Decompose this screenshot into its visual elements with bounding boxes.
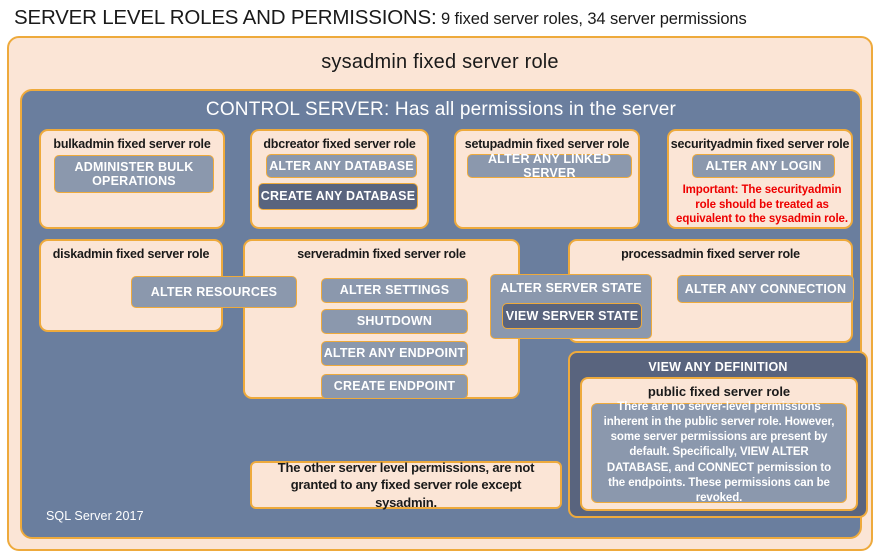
role-card-serveradmin: serveradmin fixed server role ALTER SETT… xyxy=(243,239,520,399)
role-title-setupadmin: setupadmin fixed server role xyxy=(464,137,630,151)
permission-alter-resources[interactable]: ALTER RESOURCES xyxy=(131,276,297,308)
page-title-strong: SERVER LEVEL ROLES AND PERMISSIONS: xyxy=(14,6,437,29)
permission-administer-bulk-operations[interactable]: ADMINISTER BULK OPERATIONS xyxy=(54,155,214,193)
permission-alter-settings[interactable]: ALTER SETTINGS xyxy=(321,278,468,303)
role-title-dbcreator: dbcreator fixed server role xyxy=(263,137,416,151)
public-role-note-text: There are no server-level permissions in… xyxy=(591,401,847,504)
role-card-setupadmin: setupadmin fixed server role ALTER ANY L… xyxy=(454,129,640,229)
role-card-dbcreator: dbcreator fixed server role ALTER ANY DA… xyxy=(250,129,429,229)
sysadmin-role-title: sysadmin fixed server role xyxy=(321,51,559,73)
view-any-definition-container: VIEW ANY DEFINITION public fixed server … xyxy=(568,351,868,518)
other-permissions-note: The other server level permissions, are … xyxy=(250,460,562,510)
permission-alter-any-linked-server[interactable]: ALTER ANY LINKED SERVER xyxy=(467,152,632,180)
permission-view-any-definition[interactable]: VIEW ANY DEFINITION xyxy=(648,360,788,374)
sysadmin-role-container: sysadmin fixed server role CONTROL SERVE… xyxy=(7,36,873,551)
page-title: SERVER LEVEL ROLES AND PERMISSIONS: 9 fi… xyxy=(14,6,874,34)
permission-create-any-database[interactable]: CREATE ANY DATABASE xyxy=(258,183,418,210)
control-server-title: CONTROL SERVER: Has all permissions in t… xyxy=(205,99,677,120)
role-title-bulkadmin: bulkadmin fixed server role xyxy=(53,137,211,151)
securityadmin-warning-text: Important: The securityadmin role should… xyxy=(676,184,848,226)
permission-shutdown[interactable]: SHUTDOWN xyxy=(321,309,468,334)
control-server-panel: CONTROL SERVER: Has all permissions in t… xyxy=(20,89,868,539)
permission-alter-any-database[interactable]: ALTER ANY DATABASE xyxy=(266,154,417,178)
role-title-serveradmin: serveradmin fixed server role xyxy=(297,247,466,261)
page-title-rest: 9 fixed server roles, 34 server permissi… xyxy=(436,10,747,28)
role-card-securityadmin: securityadmin fixed server role ALTER AN… xyxy=(667,129,853,229)
role-card-bulkadmin: bulkadmin fixed server role ADMINISTER B… xyxy=(39,129,225,229)
role-title-diskadmin: diskadmin fixed server role xyxy=(52,247,210,261)
permission-create-endpoint[interactable]: CREATE ENDPOINT xyxy=(321,374,468,399)
role-title-public: public fixed server role xyxy=(647,384,791,399)
permission-alter-any-connection[interactable]: ALTER ANY CONNECTION xyxy=(677,275,854,303)
sql-server-version-label: SQL Server 2017 xyxy=(46,509,144,523)
role-title-securityadmin: securityadmin fixed server role xyxy=(670,137,850,151)
permission-alter-any-login[interactable]: ALTER ANY LOGIN xyxy=(692,154,835,178)
permission-alter-any-endpoint[interactable]: ALTER ANY ENDPOINT xyxy=(321,341,468,366)
permission-view-server-state[interactable]: VIEW SERVER STATE xyxy=(502,303,642,329)
role-card-public: public fixed server role There are no se… xyxy=(580,377,858,511)
role-title-processadmin: processadmin fixed server role xyxy=(621,247,800,261)
